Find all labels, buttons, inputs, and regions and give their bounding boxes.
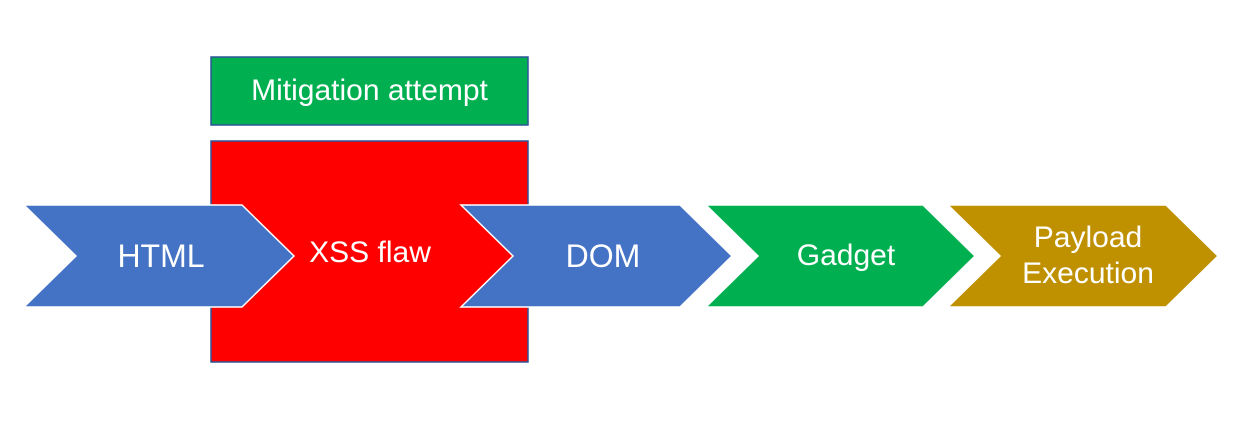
payload-execution-label: Payload Execution xyxy=(990,215,1186,297)
dom-chevron xyxy=(459,204,734,308)
html-label: HTML xyxy=(117,237,205,274)
gadget-chevron xyxy=(704,204,977,308)
mitigation-attempt-box xyxy=(210,56,529,126)
html-chevron xyxy=(22,204,296,308)
payload-label-line1: Payload xyxy=(1033,221,1143,254)
mitigation-attempt-label: Mitigation attempt xyxy=(251,74,488,107)
payload-label-line2: Execution xyxy=(1022,257,1154,290)
payload-execution-chevron xyxy=(946,204,1220,308)
xss-flaw-label: XSS flaw xyxy=(309,236,431,269)
gadget-label: Gadget xyxy=(796,239,896,272)
dom-label: DOM xyxy=(565,237,641,274)
